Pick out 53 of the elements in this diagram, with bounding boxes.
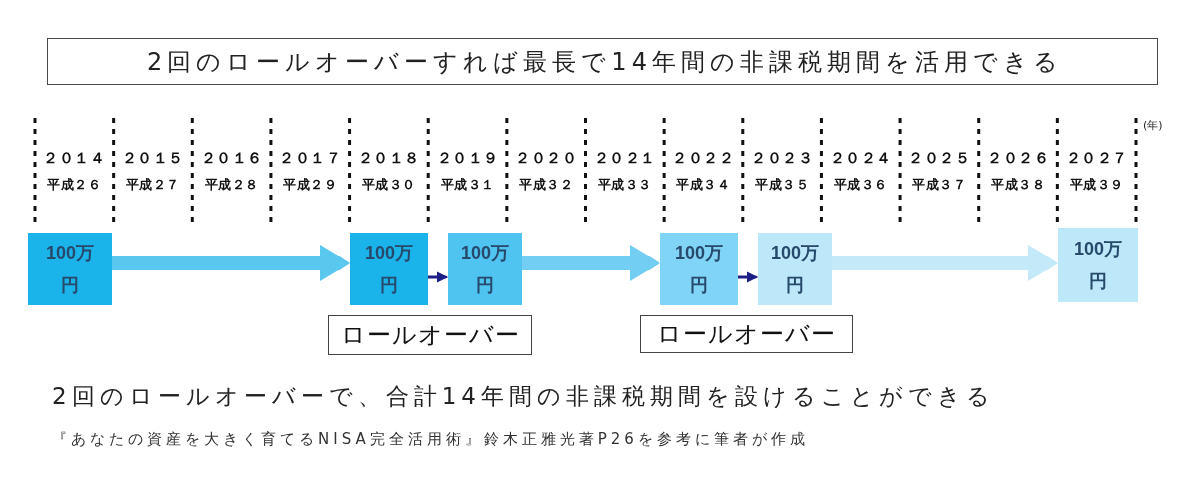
year-label: ２０２０ bbox=[514, 149, 579, 168]
year-label: ２０２５ bbox=[907, 149, 972, 168]
era-year-label: 平成３６ bbox=[832, 176, 889, 194]
era-year-label: 平成３２ bbox=[518, 176, 575, 194]
year-label: ２０２３ bbox=[750, 149, 815, 168]
amount-label: 100万円 bbox=[44, 242, 95, 297]
year-label: ２０１４ bbox=[42, 149, 107, 168]
era-year-label: 平成２８ bbox=[203, 176, 260, 194]
year-label: ２０１７ bbox=[278, 149, 343, 168]
amount-box bbox=[28, 233, 112, 305]
unit-label: (年) bbox=[1143, 118, 1163, 133]
era-year-label: 平成２７ bbox=[124, 176, 181, 194]
era-year-label: 平成２６ bbox=[46, 176, 103, 194]
block-arrow bbox=[112, 245, 350, 281]
era-year-label: 平成２９ bbox=[282, 176, 339, 194]
year-label: ２０１５ bbox=[120, 149, 185, 168]
era-year-label: 平成３３ bbox=[596, 176, 653, 194]
caption-text: 2回のロールオーバーで、合計14年間の非課税期間を設けることができる bbox=[52, 382, 995, 411]
era-year-label: 平成３７ bbox=[911, 176, 968, 194]
year-label: ２０２２ bbox=[671, 149, 736, 168]
amount-box bbox=[758, 233, 832, 305]
arrow bbox=[428, 271, 448, 283]
year-label: ２０２６ bbox=[986, 149, 1050, 168]
arrow bbox=[738, 271, 758, 283]
rollover-box bbox=[640, 315, 853, 353]
block-arrow bbox=[832, 245, 1058, 281]
year-label: ２０１８ bbox=[356, 149, 421, 168]
amount-box bbox=[660, 233, 738, 305]
amount-label: 100万円 bbox=[673, 242, 724, 297]
amount-label: 100万円 bbox=[363, 242, 414, 297]
era-year-label: 平成３５ bbox=[754, 176, 811, 194]
rollover-label: ロールオーバー bbox=[657, 319, 836, 350]
year-label: ２０２４ bbox=[828, 149, 893, 168]
amount-box bbox=[350, 233, 428, 305]
rollover-box bbox=[328, 315, 532, 355]
era-year-label: 平成３０ bbox=[360, 176, 417, 194]
title-banner: 2回のロールオーバーすれば最長で14年間の非課税期間を活用できる bbox=[47, 38, 1158, 85]
year-label: ２０１９ bbox=[435, 149, 500, 168]
amount-box bbox=[1058, 228, 1138, 302]
era-year-label: 平成３４ bbox=[675, 176, 732, 194]
block-arrow bbox=[522, 245, 660, 281]
year-label: ２０２１ bbox=[592, 149, 657, 168]
amount-label: 100万円 bbox=[1072, 238, 1123, 293]
year-label: ２０１６ bbox=[199, 149, 264, 168]
source-note: 『あなたの資産を大きく育てるNISA完全活用術』鈴木正雅光著P26を参考に筆者が作成 bbox=[52, 430, 809, 449]
era-year-label: 平成３９ bbox=[1068, 176, 1125, 194]
era-year-label: 平成３１ bbox=[439, 176, 496, 194]
rollover-label: ロールオーバー bbox=[340, 320, 520, 351]
amount-box bbox=[448, 233, 522, 305]
amount-label: 100万円 bbox=[459, 242, 510, 297]
era-year-label: 平成３８ bbox=[990, 176, 1046, 194]
year-label: ２０２７ bbox=[1064, 149, 1129, 168]
amount-label: 100万円 bbox=[769, 242, 820, 297]
